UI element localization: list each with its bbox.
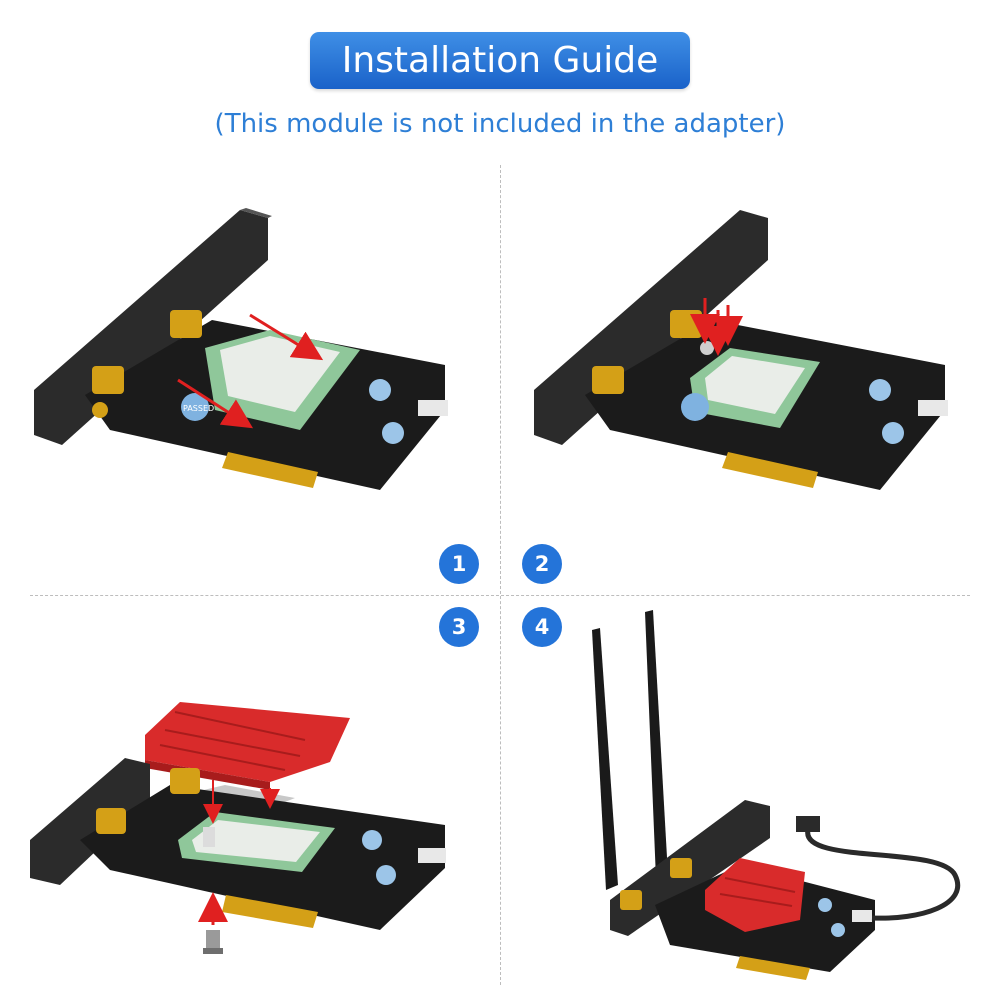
pcie-connector <box>222 895 318 928</box>
standoff-icon <box>203 827 215 847</box>
antenna <box>592 610 668 890</box>
insert-arrow <box>177 313 324 429</box>
step-3-illustration <box>30 702 446 954</box>
antenna-connector <box>92 310 202 418</box>
capacitor <box>818 898 845 937</box>
quadrant-divider-horizontal <box>30 595 970 596</box>
step-badge-2: 2 <box>522 544 562 584</box>
pcie-connector <box>722 452 818 488</box>
step-badge-1: 1 <box>439 544 479 584</box>
power-port <box>852 910 872 922</box>
heatsink <box>705 858 805 932</box>
heatsink <box>145 702 350 790</box>
power-port <box>418 400 448 416</box>
step-badge-4: 4 <box>522 607 562 647</box>
wifi-module <box>178 812 335 872</box>
brand-logo <box>181 393 209 421</box>
capacitor <box>362 830 396 885</box>
capacitor <box>869 379 904 444</box>
screw-icon <box>203 930 223 954</box>
page-title: Installation Guide <box>310 32 690 89</box>
antenna-connector <box>620 858 692 910</box>
antenna-connector <box>96 768 200 834</box>
step-1-illustration: PASSED <box>34 208 448 490</box>
step-2-illustration <box>534 210 948 490</box>
metal-bracket <box>30 758 150 885</box>
pcie-connector <box>736 956 810 980</box>
usb-header-cable <box>796 816 960 921</box>
quadrant-divider-vertical <box>500 165 501 985</box>
brand-logo <box>681 393 709 421</box>
capacitor <box>369 379 404 444</box>
screw-icon <box>700 341 714 355</box>
step-badge-3: 3 <box>439 607 479 647</box>
page-subtitle: (This module is not included in the adap… <box>214 109 786 139</box>
step-4-illustration <box>592 610 960 980</box>
wifi-module <box>690 348 820 428</box>
pcie-connector <box>222 452 318 488</box>
power-port <box>918 400 948 416</box>
power-port <box>418 848 446 863</box>
screw-down-arrow <box>690 298 743 356</box>
brand-label: PASSED <box>183 404 214 413</box>
